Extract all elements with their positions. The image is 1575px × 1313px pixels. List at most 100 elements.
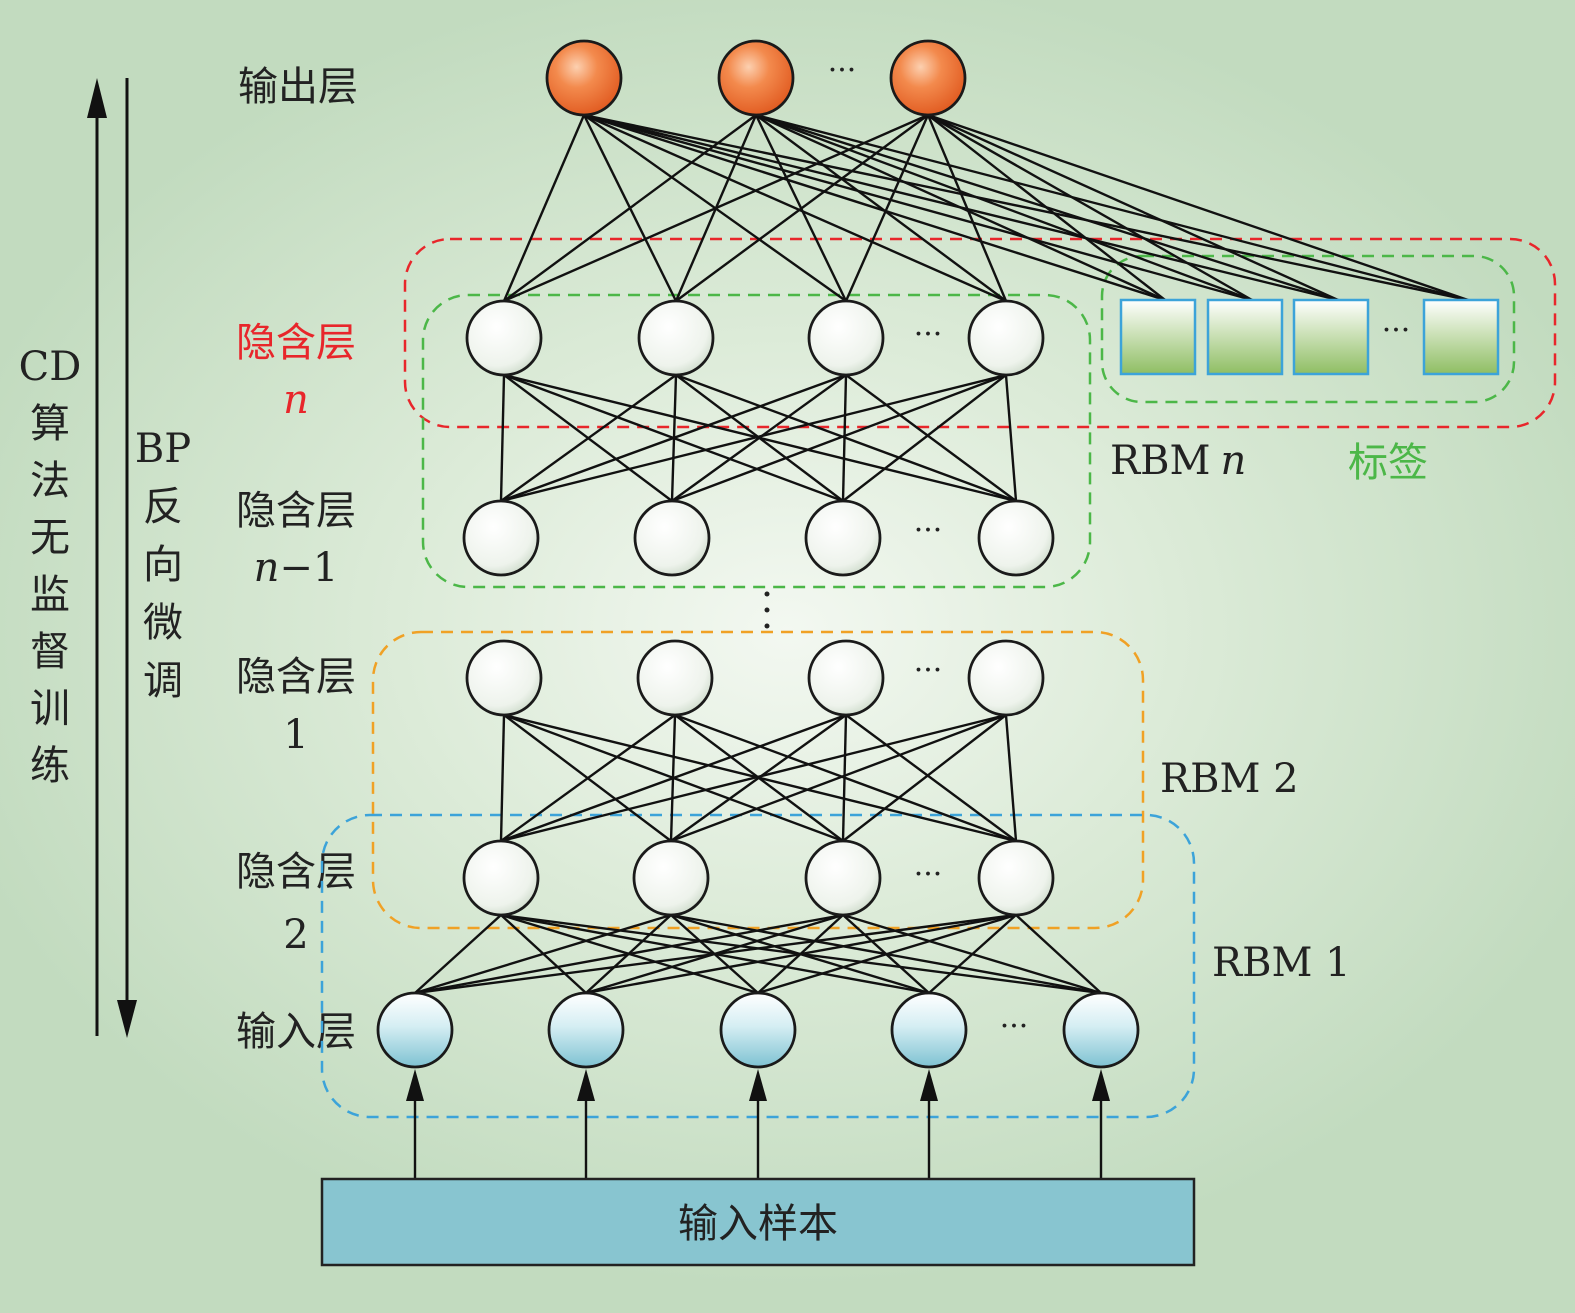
hidden-1-node-3 [967, 639, 1045, 717]
hidden-layer-2-label: 隐含层 [236, 849, 356, 895]
hidden-layer-n-label: 隐含层 [236, 320, 356, 366]
ellipses: ··· ··· ··· ··· ··· ··· ··· [828, 53, 1411, 1044]
input-arrow-2 [749, 1069, 767, 1179]
hidden-n-node-0 [465, 299, 543, 377]
output-label-edge [755, 113, 1469, 302]
output-label-edge [583, 113, 1469, 302]
hidden-n-n1-edge [1004, 374, 1018, 502]
bp-char-2: 微 [143, 600, 183, 646]
hidden-2-input-edge [1015, 914, 1102, 994]
label-units-box [1100, 254, 1516, 404]
cd-arrow [87, 78, 107, 1036]
cd-char-1: 法 [30, 458, 70, 504]
hidden-1-2-edge [670, 714, 847, 842]
output-ellipsis: ··· [828, 53, 857, 88]
hidden-n-n1-edge [500, 374, 677, 502]
hidden-n-n1-edge [671, 373, 1007, 503]
input-node-3 [890, 991, 968, 1069]
bp-finetune-label: BP 反 向 微 调 [135, 426, 191, 704]
input-node-4 [1062, 991, 1140, 1069]
input-arrow-1 [577, 1069, 595, 1179]
label-unit-1 [1206, 298, 1284, 376]
hidden-layer-n1-index: n−1 [254, 545, 339, 591]
input-arrow-4 [1092, 1069, 1110, 1179]
output-node-0 [545, 39, 623, 117]
hidden-n-n1-edge [499, 374, 506, 502]
cd-char-5: 训 [30, 686, 70, 732]
hidden-layer-1-index: 1 [283, 712, 308, 758]
hidden-n-n1-edge [671, 374, 847, 502]
cd-char-3: 监 [30, 572, 70, 618]
hidden-1-2-edge [670, 713, 1007, 843]
hidden-2-input-edge [414, 913, 844, 995]
connections [414, 113, 1469, 995]
hidden-1-2-edge [841, 714, 848, 842]
labels-caption: 标签 [1348, 440, 1428, 486]
output-hidden-n-edge [675, 114, 929, 302]
hidden-n1-node-2 [804, 499, 882, 577]
hidden-1-2-edge [845, 714, 1017, 842]
hidden-n-node-2 [807, 299, 885, 377]
hidden-layer-2-index: 2 [283, 912, 308, 958]
label-unit-3 [1422, 298, 1500, 376]
nodes [376, 39, 1500, 1069]
rbm-2-box [371, 630, 1145, 930]
rbm-n-var: n [1220, 438, 1246, 484]
hidden-layer-n-index: n [283, 377, 309, 423]
rbm-n-green-box [421, 293, 1092, 589]
hidden-2-input-edge [757, 913, 1017, 995]
hidden-2-input-edge [585, 913, 1017, 995]
input-samples-label: 输入样本 [678, 1201, 838, 1247]
input-layer-label: 输入层 [236, 1009, 356, 1055]
hidden-2-node-0 [462, 839, 540, 917]
input-arrow-0 [406, 1069, 424, 1179]
hidden-2-ellipsis: ··· [914, 857, 943, 892]
hidden-1-2-edge [500, 713, 847, 843]
hidden-2-node-3 [977, 839, 1055, 917]
vertical-ellipsis [764, 591, 770, 629]
cd-char-0: 算 [30, 401, 70, 447]
output-label-edge [927, 113, 1469, 302]
output-label-edge [583, 113, 1166, 302]
hidden-n1-ellipsis: ··· [914, 513, 943, 548]
hidden-2-input-edge [414, 914, 502, 994]
bp-char-0: 反 [143, 484, 183, 530]
layer-labels: 输出层 隐含层 n 隐含层 n−1 隐含层 1 隐含层 2 输入层 [236, 64, 358, 1055]
rbm-n-prefix: RBM [1110, 438, 1210, 484]
output-layer-label: 输出层 [238, 64, 358, 110]
output-hidden-n-edge [502, 114, 586, 302]
cd-char-2: 无 [30, 515, 70, 561]
output-label-edge [927, 113, 1253, 302]
input-samples-box: 输入样本 [320, 1177, 1196, 1267]
output-node-1 [717, 39, 795, 117]
hidden-n-ellipsis: ··· [914, 317, 943, 352]
hidden-2-input-edge [414, 913, 672, 995]
hidden-2-input-edge [414, 913, 1017, 995]
hidden-layer-n1-var: n [254, 545, 280, 591]
bp-text: BP [135, 426, 191, 472]
hidden-1-2-edge [500, 713, 1007, 843]
hidden-1-2-edge [499, 714, 506, 842]
label-unit-2 [1292, 298, 1370, 376]
input-node-1 [547, 991, 625, 1069]
bp-char-3: 调 [143, 658, 183, 704]
hidden-2-input-edge [928, 914, 1017, 994]
input-node-0 [376, 991, 454, 1069]
hidden-1-node-1 [636, 639, 714, 717]
hidden-n1-node-1 [633, 499, 711, 577]
hidden-1-2-edge [842, 714, 1007, 842]
hidden-n-node-3 [967, 299, 1045, 377]
output-hidden-n-edge [844, 114, 930, 302]
hidden-n-n1-edge [842, 374, 1007, 502]
output-label-edge [755, 113, 1166, 302]
hidden-n1-node-0 [462, 499, 540, 577]
cd-char-4: 督 [30, 629, 70, 675]
hidden-n1-node-3 [977, 499, 1055, 577]
label-unit-0 [1119, 298, 1197, 376]
hidden-1-node-2 [807, 639, 885, 717]
cd-training-label: CD 算 法 无 监 督 训 练 [19, 344, 82, 789]
